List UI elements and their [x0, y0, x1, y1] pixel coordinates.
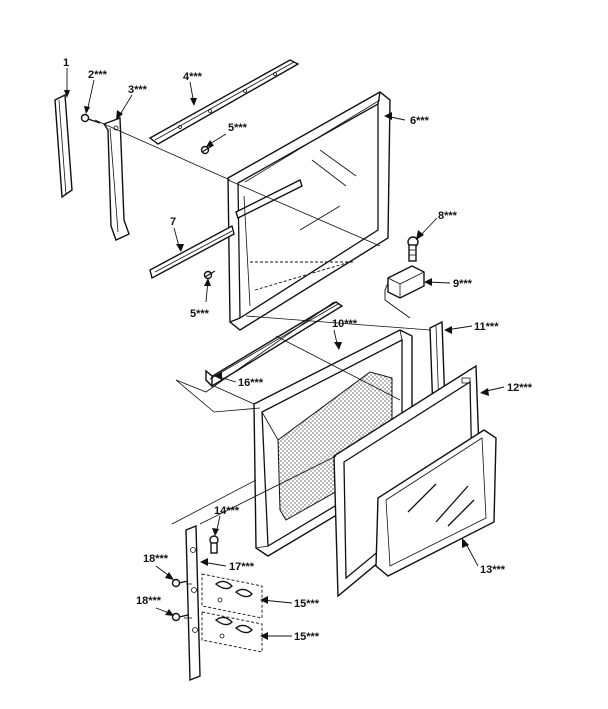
callout-18-upper: 18*** — [143, 553, 169, 565]
part-5-screw-top — [200, 145, 213, 155]
callout-7: 7 — [170, 216, 176, 228]
callout-16: 16*** — [238, 377, 264, 389]
callout-labels: 1 2*** 3*** 4*** 5*** 6*** 7 8*** 9*** 5… — [63, 57, 533, 643]
callout-12: 12*** — [507, 382, 533, 394]
part-14-screw — [209, 535, 219, 554]
callout-15-upper: 15*** — [294, 598, 320, 610]
callout-15-lower: 15*** — [294, 631, 320, 643]
callout-17: 17*** — [229, 561, 255, 573]
part-8-screw — [407, 236, 419, 262]
part-13-glass-pane — [375, 429, 497, 577]
callout-11: 11*** — [474, 321, 499, 333]
part-6-upper-frame — [227, 91, 391, 331]
callout-18-lower: 18*** — [136, 595, 162, 607]
callout-1: 1 — [63, 57, 69, 69]
part-7-strip — [149, 224, 235, 280]
callout-5-top: 5*** — [228, 122, 248, 134]
callout-2: 2*** — [88, 69, 108, 81]
assembly-lines — [94, 119, 431, 619]
callout-14: 14*** — [214, 505, 240, 517]
part-2-screw — [80, 113, 101, 124]
leader-lines — [64, 68, 505, 640]
callout-5-bottom: 5*** — [190, 308, 210, 320]
part-18-screw-upper — [171, 578, 189, 588]
part-3-bracket — [102, 117, 130, 241]
part-5-screw-bottom — [203, 270, 216, 280]
part-15-hinge-kit-upper — [201, 573, 263, 619]
callout-4: 4*** — [183, 71, 203, 83]
callout-10: 10*** — [332, 318, 358, 330]
callout-13: 13*** — [480, 564, 506, 576]
part-4-top-trim — [148, 59, 300, 145]
callout-8: 8*** — [438, 210, 458, 222]
part-10-oven-door — [253, 329, 413, 557]
callout-3: 3*** — [128, 84, 148, 96]
part-1-side-trim — [54, 93, 73, 199]
callout-6: 6*** — [410, 115, 430, 127]
part-15-hinge-kit-lower — [201, 611, 263, 653]
part-18-screw-lower — [171, 612, 189, 622]
part-17-hinge-bar — [185, 524, 201, 682]
callout-9: 9*** — [453, 278, 473, 290]
part-9-hinge-block — [387, 265, 425, 299]
